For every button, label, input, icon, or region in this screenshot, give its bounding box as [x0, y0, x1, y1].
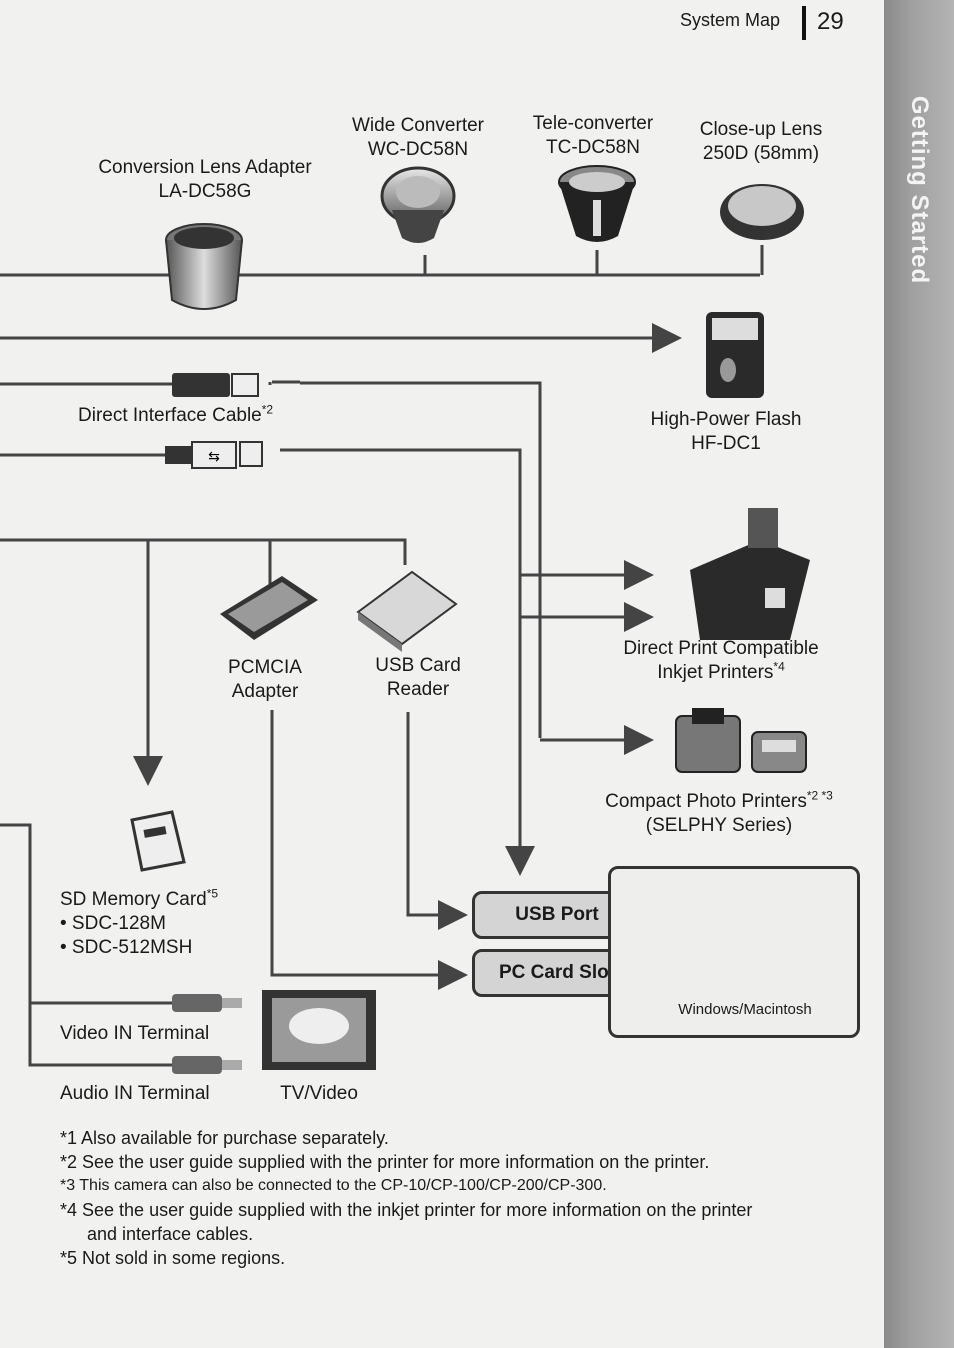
inkjet-printer-icon [690, 508, 810, 640]
footnote-1: *1 Also available for purchase separatel… [60, 1128, 389, 1148]
usb-cable-connector: ⇆ [165, 441, 263, 469]
sd-card-label: SD Memory Card*5 • SDC-128M • SDC-512MSH [60, 886, 219, 958]
footnotes: *1 Also available for purchase separatel… [60, 1126, 752, 1270]
footnote-2: *2 See the user guide supplied with the … [60, 1152, 710, 1172]
footnote-5: *5 Not sold in some regions. [60, 1248, 286, 1268]
video-plug-icon [172, 994, 242, 1012]
direct-cable-label: Direct Interface Cable*2 [78, 402, 274, 426]
flash-icon [706, 312, 764, 398]
sidebar-tab [884, 0, 954, 1348]
pcmcia-adapter-icon [220, 576, 318, 640]
closeup-lens-icon [720, 184, 804, 240]
compact-printer-icon [675, 708, 807, 773]
tv-label: TV/Video [280, 1083, 358, 1104]
wide-converter-icon [380, 166, 456, 243]
usb-printer-line [280, 448, 535, 876]
footnote-4-continued: and interface cables. [87, 1224, 254, 1244]
svg-text:⇆: ⇆ [208, 449, 220, 465]
audio-in-label: Audio IN Terminal [60, 1083, 210, 1104]
compact-printer-label: Compact Photo Printers*2 *3 (SELPHY Seri… [605, 788, 833, 836]
inkjet-printer-label: Direct Print Compatible Inkjet Printers*… [623, 638, 819, 683]
audio-plug-icon [172, 1056, 242, 1074]
sd-card-icon [130, 810, 186, 872]
tv-icon [262, 990, 376, 1070]
direct-cable-connector [172, 373, 259, 397]
page-number: 29 [817, 8, 844, 35]
usb-card-reader-icon [356, 570, 458, 652]
footnote-3: *3 This camera can also be connected to … [60, 1177, 607, 1194]
header-divider [802, 6, 806, 40]
computer-label: Windows/Macintosh [678, 1001, 812, 1018]
memory-card-tree [0, 538, 407, 565]
tele-converter-icon [558, 165, 636, 242]
video-in-label: Video IN Terminal [60, 1023, 210, 1044]
section-title: System Map [680, 10, 781, 30]
conversion-adapter-icon [165, 223, 243, 310]
computer-box [608, 866, 860, 1038]
footnote-4: *4 See the user guide supplied with the … [60, 1200, 753, 1220]
